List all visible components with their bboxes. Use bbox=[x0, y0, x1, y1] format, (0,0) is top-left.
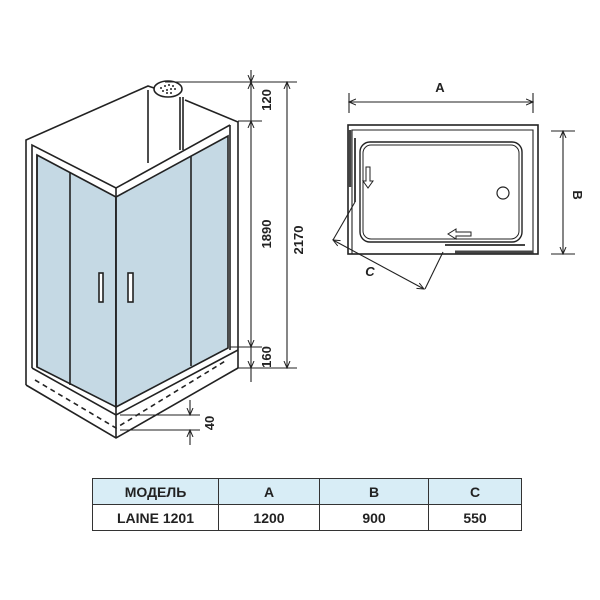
dimension-120: 120 bbox=[259, 89, 274, 111]
dimension-a-label: A bbox=[435, 80, 445, 95]
dimension-b-label: B bbox=[570, 190, 585, 199]
cell-a: 1200 bbox=[218, 504, 320, 531]
header-c: C bbox=[428, 478, 522, 505]
shower-tray bbox=[359, 141, 523, 243]
height-dimensions bbox=[120, 70, 297, 445]
cabin-plan-view bbox=[333, 93, 575, 289]
cell-c: 550 bbox=[428, 504, 522, 531]
header-b: B bbox=[319, 478, 429, 505]
dimension-1890: 1890 bbox=[259, 220, 274, 249]
dimension-160: 160 bbox=[259, 346, 274, 368]
cabin-isometric-view bbox=[25, 80, 239, 439]
dimension-c-label: C bbox=[365, 264, 375, 279]
shower-head-icon bbox=[153, 80, 183, 98]
header-model: МОДЕЛЬ bbox=[92, 478, 219, 505]
door-handle-left bbox=[98, 272, 104, 303]
arrow-down-icon bbox=[362, 166, 374, 189]
dimension-40: 40 bbox=[202, 416, 217, 430]
drain-icon bbox=[496, 186, 510, 200]
table-header-row: МОДЕЛЬ A B C bbox=[92, 478, 522, 505]
table-row: LAINE 1201 1200 900 550 bbox=[92, 504, 522, 531]
arrow-left-icon bbox=[447, 228, 472, 240]
door-handle-right bbox=[127, 272, 134, 303]
glass-panel-front bbox=[115, 134, 229, 409]
dimensions-table: МОДЕЛЬ A B C LAINE 1201 1200 900 550 bbox=[92, 478, 522, 531]
glass-panel-left bbox=[36, 153, 117, 409]
cell-b: 900 bbox=[319, 504, 429, 531]
header-a: A bbox=[218, 478, 320, 505]
cell-model: LAINE 1201 bbox=[92, 504, 219, 531]
dimension-2170: 2170 bbox=[291, 226, 306, 255]
